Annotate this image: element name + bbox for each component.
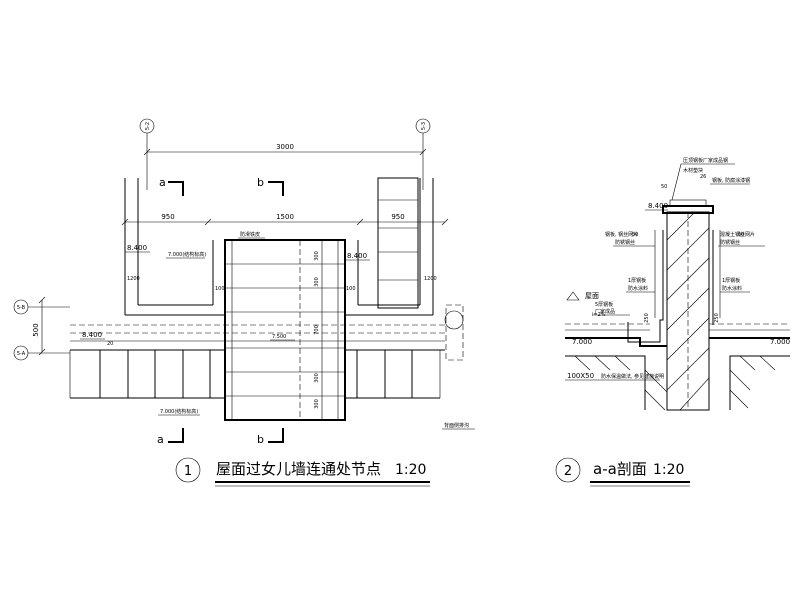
svg-text:500: 500 <box>32 323 40 336</box>
ladder-right <box>377 177 419 309</box>
svg-text:防水保温做法, 参见建施说明: 防水保温做法, 参见建施说明 <box>601 373 664 380</box>
drawing-title: a-a剖面 <box>593 460 647 478</box>
parapet-wall-section <box>666 211 710 411</box>
drawing-title: 屋面过女儿墙连通处节点 <box>216 460 381 478</box>
svg-text:钢板, 防腐涂漆钢: 钢板, 防腐涂漆钢 <box>712 177 750 184</box>
svg-text:防锈钢丝: 防锈钢丝 <box>720 239 740 246</box>
svg-text:b: b <box>257 433 264 446</box>
drawing-scale: 1:20 <box>653 462 684 478</box>
axis-label: 5-A <box>17 351 26 357</box>
svg-text:3000: 3000 <box>276 143 294 151</box>
svg-text:a: a <box>159 176 166 189</box>
svg-text:50: 50 <box>632 232 638 238</box>
roof-label: 屋面 <box>585 292 599 300</box>
svg-text:300: 300 <box>314 277 320 287</box>
elevation-label: 7.500 <box>272 334 286 340</box>
gutter-flashing <box>627 230 714 343</box>
section-title-block: 2 a-a剖面 1:20 <box>555 457 690 487</box>
cut-marker-b-top: b <box>257 176 284 196</box>
dimension-total: 3000 <box>143 143 427 156</box>
svg-text:950: 950 <box>391 213 404 221</box>
svg-text:50: 50 <box>661 184 667 190</box>
svg-text:1厚钢板: 1厚钢板 <box>628 277 646 284</box>
axis-marker-5-2: 5-2 <box>139 118 155 190</box>
axis-marker-5-B: 5-B <box>13 299 70 315</box>
section-view: 8.400 7.000 7.000 屋面 i=2% 50 26 50 50 25… <box>555 157 790 487</box>
coping <box>662 199 714 214</box>
left-bracket <box>654 230 721 318</box>
svg-text:300: 300 <box>314 399 320 409</box>
svg-text:压顶钢板厂家成品钢: 压顶钢板厂家成品钢 <box>683 157 728 164</box>
plan-title-block: 1 屋面过女儿墙连通处节点 1:20 <box>175 457 430 487</box>
elevation-label: 8.400 <box>347 252 367 260</box>
elevation-label: 8.400 <box>648 202 668 210</box>
svg-text:1200: 1200 <box>424 276 437 282</box>
svg-text:防水涂料: 防水涂料 <box>722 285 742 292</box>
dimension-chain: 950 1500 950 <box>121 213 449 226</box>
svg-text:防锈钢丝: 防锈钢丝 <box>615 239 635 246</box>
svg-text:厂家成品: 厂家成品 <box>595 308 615 315</box>
axis-marker-5-A: 5-A <box>13 345 70 361</box>
parapet-centerline <box>70 324 445 351</box>
elevation-label: 7.000(结构标高) <box>168 251 206 258</box>
drawing-number: 1 <box>184 464 192 479</box>
svg-text:300: 300 <box>314 373 320 383</box>
svg-text:250: 250 <box>644 313 650 323</box>
elevation-label: 7.000 <box>572 338 592 346</box>
svg-text:木材垫块: 木材垫块 <box>683 167 703 174</box>
svg-text:20: 20 <box>107 341 113 347</box>
svg-text:1厚钢板: 1厚钢板 <box>722 277 740 284</box>
svg-text:700: 700 <box>314 325 320 335</box>
axis-label: 5-3 <box>421 122 427 130</box>
roof-slab-right <box>709 323 790 410</box>
parapet-left <box>124 178 225 316</box>
plan-view: 5-2 5-3 5-B 5-A 3000 <box>13 118 475 487</box>
svg-text:防水涂料: 防水涂料 <box>628 285 648 292</box>
svg-text:50: 50 <box>738 232 744 238</box>
cut-marker-a-bottom: a <box>157 428 184 446</box>
svg-text:250: 250 <box>714 313 720 323</box>
svg-text:100: 100 <box>215 286 225 292</box>
cut-marker-b-bottom: b <box>257 428 284 446</box>
svg-text:混凝土钢丝网片: 混凝土钢丝网片 <box>720 231 755 238</box>
note-label: 背面侧排沟 <box>444 422 469 429</box>
elevation-label: 8.400 <box>127 244 147 252</box>
elevation-label: 8.400 <box>82 331 102 339</box>
note-label: 防滑铁皮 <box>240 231 260 238</box>
axis-label: 5-B <box>17 305 26 311</box>
cut-marker-a-top: a <box>159 176 184 196</box>
axis-marker-5-3: 5-3 <box>415 118 431 190</box>
section-notes: 压顶钢板厂家成品钢 木材垫块 钢板, 防腐涂漆钢 钢板, 钢丝网片 防锈钢丝 混… <box>565 157 765 381</box>
roof-slab-left <box>565 323 668 411</box>
svg-text:1200: 1200 <box>127 276 140 282</box>
svg-text:100: 100 <box>346 286 356 292</box>
drawing-scale: 1:20 <box>395 462 426 478</box>
elevation-label: 7.000 <box>770 338 790 346</box>
central-stair <box>224 239 346 421</box>
dimension-500: 500 <box>32 296 46 356</box>
lower-roof-ribs <box>69 350 441 399</box>
svg-text:1500: 1500 <box>276 213 294 221</box>
step-dimensions: 300 300 700 300 300 <box>314 240 323 420</box>
svg-text:950: 950 <box>161 213 174 221</box>
svg-text:100X50: 100X50 <box>567 372 594 380</box>
elevation-label: 7.000(结构标高) <box>160 408 198 415</box>
svg-text:a: a <box>157 433 164 446</box>
svg-text:300: 300 <box>314 251 320 261</box>
svg-text:钢板, 钢丝网片: 钢板, 钢丝网片 <box>605 231 638 238</box>
svg-text:26: 26 <box>700 174 706 180</box>
drawing-number: 2 <box>564 464 572 479</box>
parapet-right <box>345 178 434 316</box>
axis-label: 5-2 <box>145 122 151 130</box>
drain-pipe <box>444 304 464 361</box>
svg-text:5厚钢板: 5厚钢板 <box>595 301 613 308</box>
svg-text:b: b <box>257 176 264 189</box>
